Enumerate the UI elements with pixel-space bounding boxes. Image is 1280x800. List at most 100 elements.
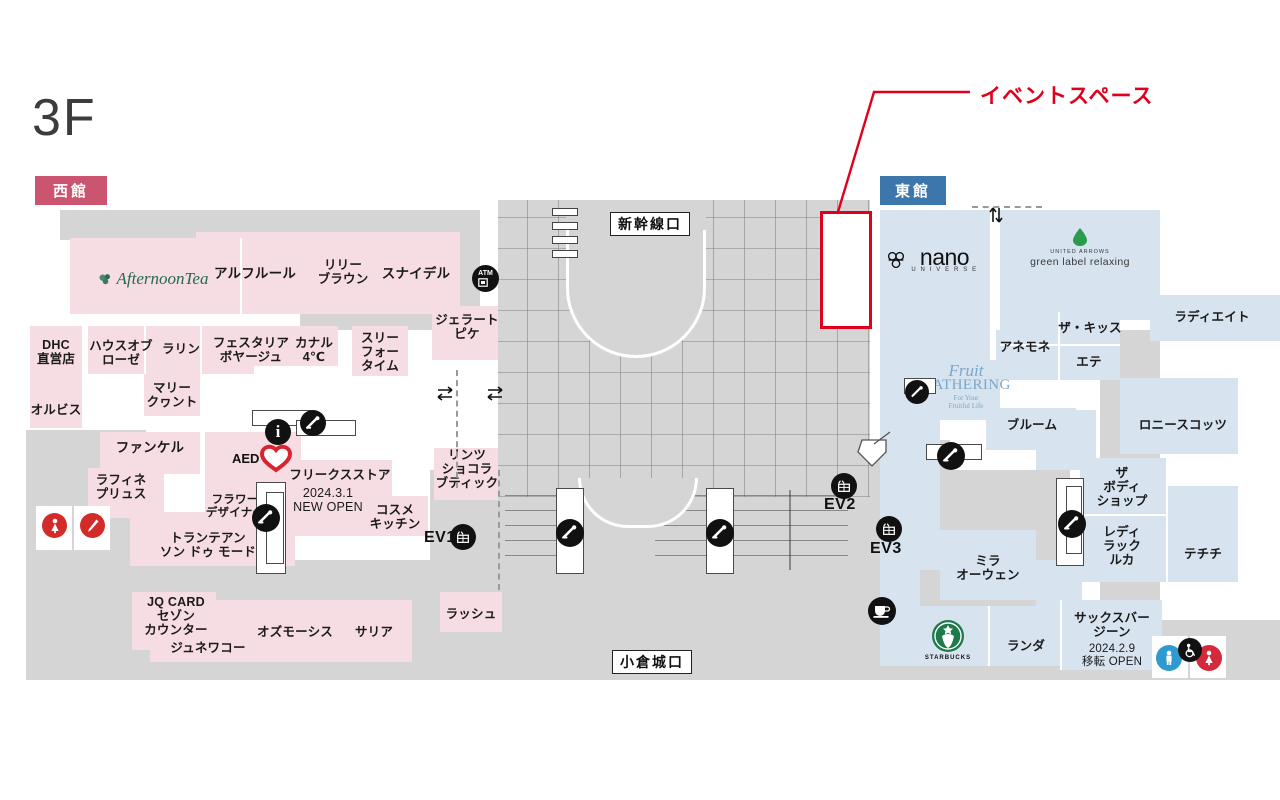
fruit-line1: Fruit xyxy=(948,360,984,380)
east-wing-badge: 東館 xyxy=(880,176,946,205)
shop-cosme-kitchen[interactable] xyxy=(366,496,428,536)
escalator-icon-west-mid[interactable] xyxy=(252,504,280,532)
fixture-2 xyxy=(552,222,578,230)
shop-dhc[interactable] xyxy=(30,326,82,398)
nursing-room-icon[interactable] xyxy=(80,513,105,538)
event-space-highlight[interactable] xyxy=(820,211,872,329)
passage-dashed-center xyxy=(498,470,500,590)
restroom-women-icon[interactable] xyxy=(42,513,67,538)
divider xyxy=(1060,600,1062,670)
elevator-1-icon[interactable] xyxy=(450,524,476,550)
shop-three-four-time[interactable] xyxy=(352,326,408,376)
shop-anemone[interactable] xyxy=(996,330,1058,380)
women-glyph xyxy=(50,518,59,533)
divider xyxy=(200,326,202,416)
coffee-cup-glyph xyxy=(873,606,891,618)
ua-main-text: green label relaxing xyxy=(1030,256,1130,268)
escalator-glyph xyxy=(943,448,958,462)
west-corridor-slab-mid xyxy=(430,470,500,680)
wheelchair-glyph xyxy=(1185,643,1195,657)
nano-sub-text: U N I V E R S E xyxy=(911,267,978,273)
fruit-gathering-logo: Fruit GATHERING For Your Fruitful Life xyxy=(918,362,1014,410)
women-glyph xyxy=(1205,650,1213,666)
east-walkway-4 xyxy=(1036,560,1082,606)
shop-junewako[interactable] xyxy=(150,600,250,662)
shop-radiate[interactable] xyxy=(1150,295,1280,341)
divider xyxy=(240,238,242,314)
ua-top-text: UNITED ARROWS xyxy=(1050,249,1110,255)
escalator-glyph xyxy=(1064,516,1079,530)
elevator-3-icon[interactable] xyxy=(876,516,902,542)
restroom-men-icon[interactable] xyxy=(1156,645,1182,671)
afternoon-tea-mark xyxy=(99,273,110,284)
escalator-icon-east-mid[interactable] xyxy=(905,380,929,404)
shop-osmosis[interactable] xyxy=(250,600,336,662)
shop-festaria[interactable] xyxy=(206,326,286,366)
starbucks-logo: STARBUCKS xyxy=(908,616,988,664)
shop-techichi[interactable] xyxy=(1168,486,1238,582)
escalator-icon-east-lower[interactable] xyxy=(1058,510,1086,538)
elevator-glyph xyxy=(883,523,895,535)
starbucks-text: STARBUCKS xyxy=(924,655,972,661)
atm-machine-icon xyxy=(478,278,488,287)
afternoon-tea-logo: AfternoonTea xyxy=(78,268,228,290)
east-walkway-2 xyxy=(1036,410,1096,470)
accessible-restroom-icon[interactable] xyxy=(1178,638,1202,662)
shop-snidel[interactable] xyxy=(374,232,460,314)
elevator-glyph xyxy=(457,531,469,543)
shop-lonnies-cots[interactable] xyxy=(1120,378,1238,454)
divider xyxy=(1058,312,1060,380)
gate-shinkansen: 新幹線口 xyxy=(610,212,690,236)
escalator-icon-center-left[interactable] xyxy=(556,519,584,547)
shop-lady-luck-luca[interactable] xyxy=(1080,516,1166,582)
nano-text: nano xyxy=(919,244,970,270)
fruit-line2: GATHERING xyxy=(921,376,1011,393)
fruit-line3: For Your xyxy=(953,393,979,402)
shop-sacsbar-jean[interactable] xyxy=(1062,600,1162,670)
afternoon-tea-text: AfternoonTea xyxy=(116,269,209,288)
shop-ete[interactable] xyxy=(1058,345,1120,380)
passage-dashed-west xyxy=(456,370,458,488)
page-title: 3F xyxy=(32,89,97,147)
elevator-1-label: EV1 xyxy=(424,529,456,546)
divider xyxy=(988,606,990,666)
divider xyxy=(1000,344,1120,346)
gate-kokurajo: 小倉城口 xyxy=(612,650,692,674)
west-wing-badge: 西館 xyxy=(35,176,107,205)
fixture-4 xyxy=(552,250,578,258)
shop-mary-quant[interactable] xyxy=(144,374,200,416)
elevator-glyph xyxy=(838,480,850,492)
elevator-3-label: EV3 xyxy=(870,540,902,557)
shop-sariya[interactable] xyxy=(336,600,412,662)
cafe-icon[interactable] xyxy=(868,597,896,625)
escalator-glyph xyxy=(258,510,273,524)
escalator-glyph xyxy=(712,525,727,539)
escalator-icon-west-upper[interactable] xyxy=(300,410,326,436)
escalator-icon-center-right[interactable] xyxy=(706,519,734,547)
starbucks-siren-icon xyxy=(932,620,964,652)
shop-randa[interactable] xyxy=(990,606,1062,666)
elevator-2-icon[interactable] xyxy=(831,473,857,499)
information-icon[interactable]: i xyxy=(265,419,291,445)
shop-orbis[interactable] xyxy=(30,398,82,428)
shop-lily-brown[interactable] xyxy=(314,232,374,314)
divider xyxy=(144,326,146,374)
passage-dashed-east xyxy=(972,206,1042,208)
shop-mila-owen[interactable] xyxy=(940,530,1036,600)
shop-lindt[interactable] xyxy=(434,448,498,500)
shop-lush[interactable] xyxy=(440,592,502,632)
nano-universe-logo: nano U N I V E R S E xyxy=(876,240,986,280)
atm-icon[interactable]: ATM xyxy=(472,265,499,292)
fixture-3 xyxy=(552,236,578,244)
atm-label: ATM xyxy=(478,270,493,277)
shop-alfleur[interactable] xyxy=(196,232,314,314)
shop-fancl[interactable] xyxy=(100,432,200,474)
escalator-glyph xyxy=(562,525,577,539)
aed-label: AED xyxy=(232,451,260,466)
shop-gelato-pique[interactable] xyxy=(432,306,498,360)
fruit-line4: Fruitful Life xyxy=(948,401,984,410)
men-glyph xyxy=(1166,650,1172,665)
shop-canal4c[interactable] xyxy=(286,326,338,366)
escalator-icon-east-upper[interactable] xyxy=(937,442,965,470)
